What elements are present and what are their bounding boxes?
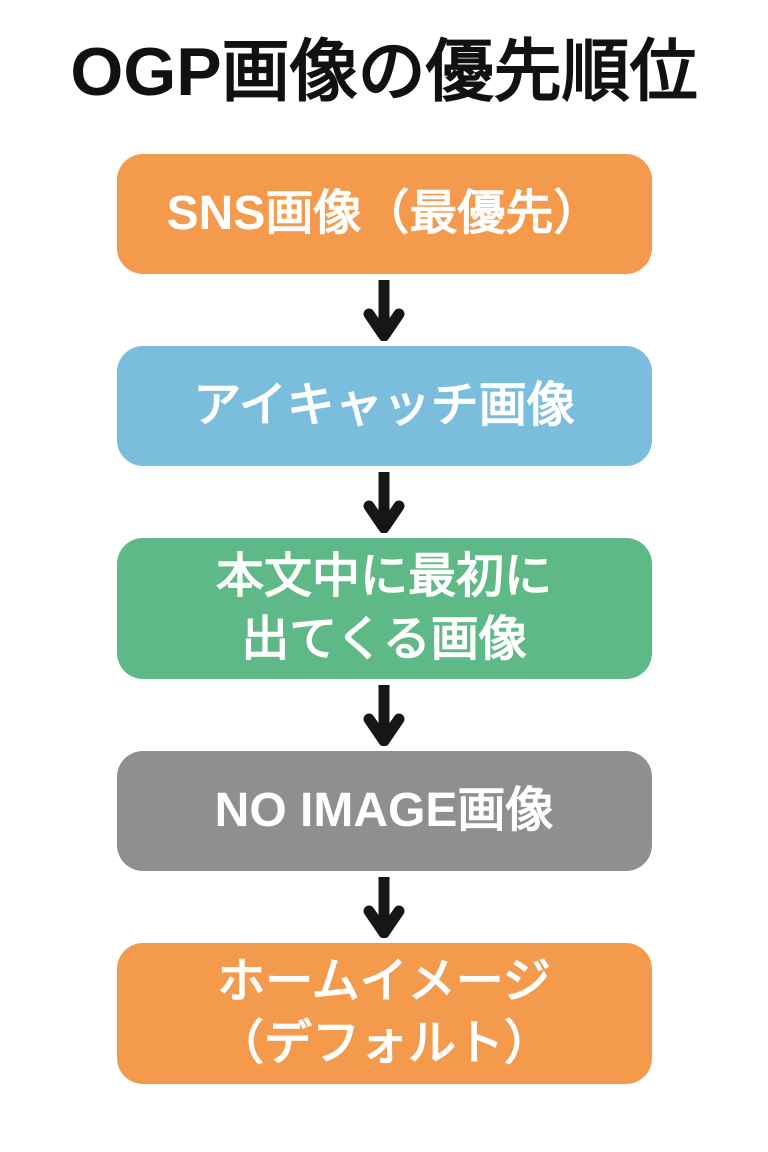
flow-node-label-line1: ホームイメージ (217, 954, 551, 1008)
page-title: OGP画像の優先順位 (70, 34, 698, 110)
flow-node-no-image: NO IMAGE画像 (116, 750, 652, 871)
flow-node-label-line1: 本文中に最初に (215, 550, 552, 604)
down-arrow-icon (361, 471, 407, 534)
down-arrow-icon (361, 279, 407, 342)
flow-node-first-body-image: 本文中に最初に 出てくる画像 (116, 538, 652, 679)
down-arrow-icon (361, 684, 407, 746)
flow-node-eyecatch-image: アイキャッチ画像 (116, 346, 652, 467)
priority-flowchart: SNS画像（最優先） アイキャッチ画像 本文中に最初に 出てくる画像 (116, 154, 652, 1084)
flow-node-label: SNS画像（最優先） (166, 186, 602, 240)
flow-node-label-line2: （デフォルト） (215, 1017, 552, 1071)
flow-node-home-image-default: ホームイメージ （デフォルト） (116, 942, 652, 1084)
flow-node-label: NO IMAGE画像 (214, 783, 554, 837)
flow-node-sns-image: SNS画像（最優先） (116, 154, 652, 275)
flow-node-label-line2: 出てくる画像 (241, 612, 527, 666)
down-arrow-icon (361, 876, 407, 938)
flow-node-label: アイキャッチ画像 (193, 378, 575, 432)
